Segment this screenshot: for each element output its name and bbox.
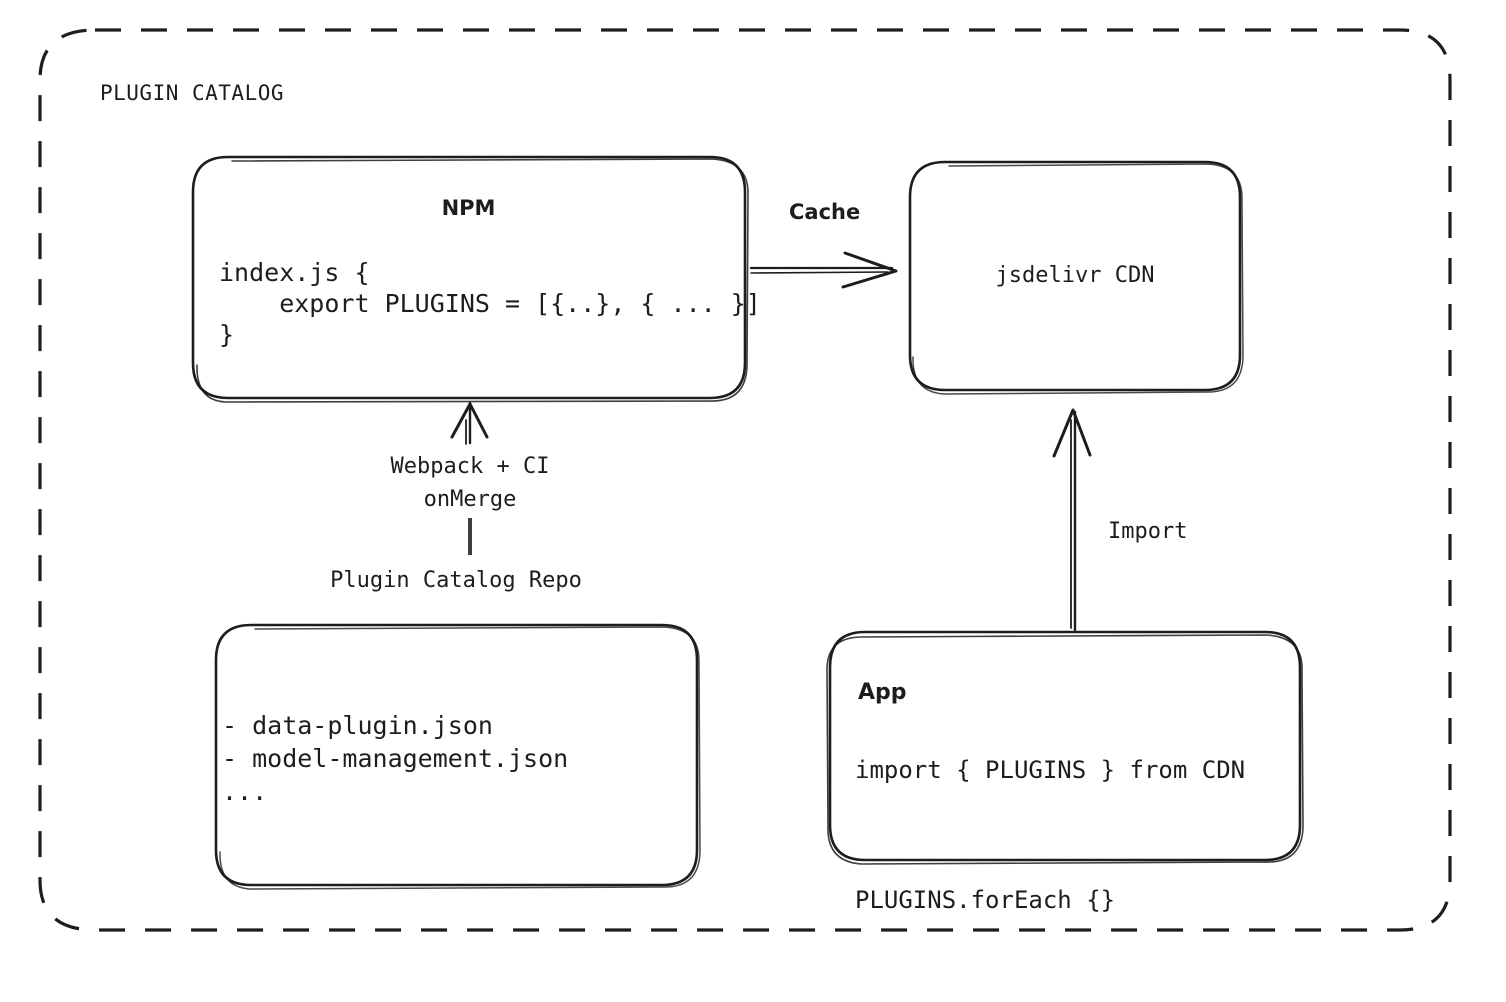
group-title: PLUGIN CATALOG (100, 81, 285, 105)
repo-node-caption: Plugin Catalog Repo (330, 568, 582, 593)
arrow-app-to-cdn (1052, 408, 1092, 632)
edge-label-import: Import (1108, 519, 1188, 544)
cdn-node-label: jsdelivr CDN (995, 263, 1155, 288)
npm-node-title: NPM (441, 196, 496, 220)
app-node-code: import { PLUGINS } from CDN PLUGINS.forE… (855, 756, 1246, 914)
edge-label-cache: Cache (789, 200, 861, 224)
edge-label-webpack-ci: Webpack + CI onMerge (390, 454, 550, 512)
npm-node-code: index.js { export PLUGINS = [{..}, { ...… (219, 258, 761, 349)
app-node-title: App (858, 680, 907, 705)
arrow-npm-to-cdn (749, 251, 898, 289)
repo-node-items: - data-plugin.json - model-management.js… (222, 711, 569, 806)
